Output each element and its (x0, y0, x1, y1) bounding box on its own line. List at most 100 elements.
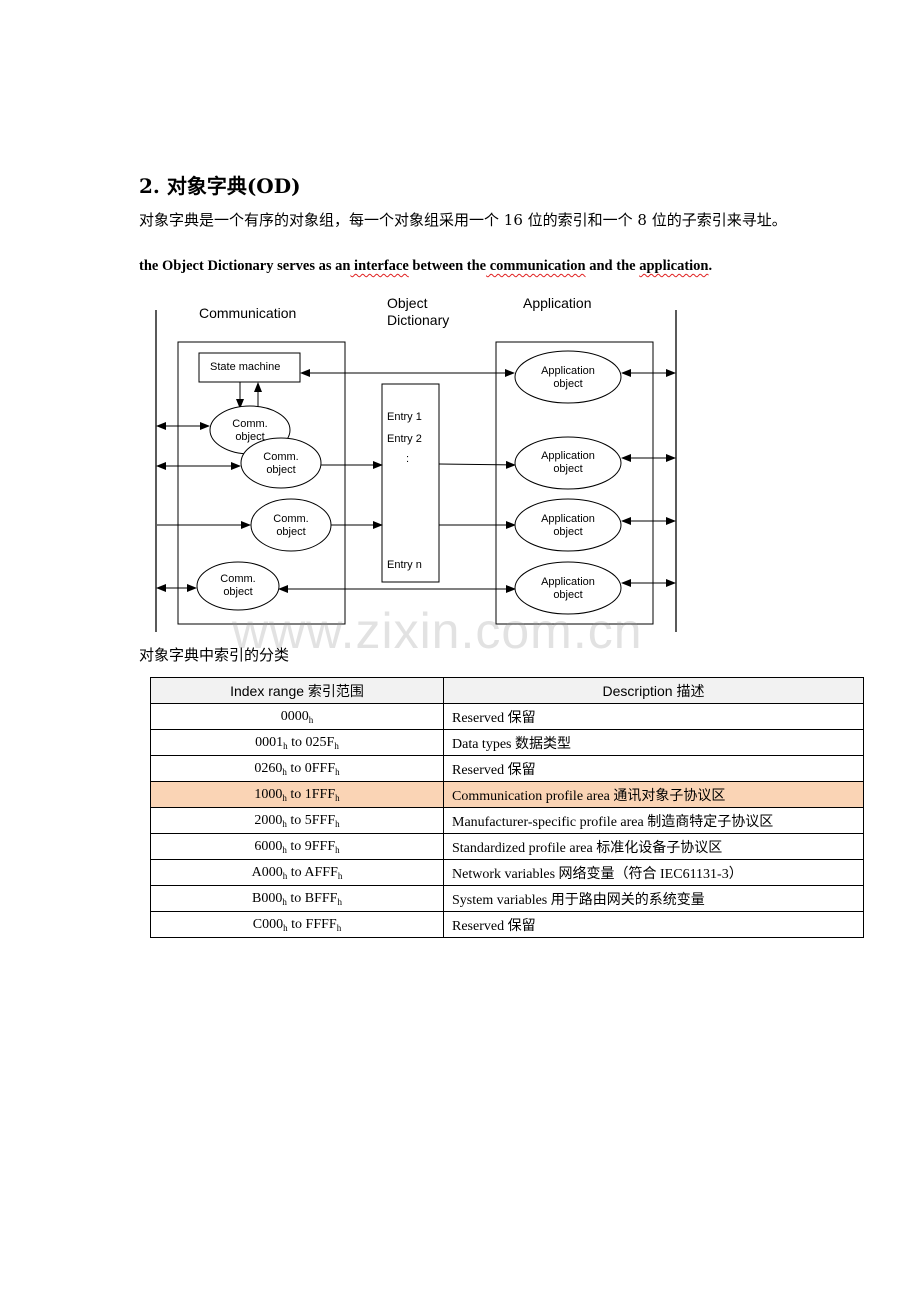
range-end: AFFF (304, 864, 338, 880)
index-range-cell: A000h to AFFFh (150, 859, 444, 886)
header-description: Description 描述 (443, 677, 864, 704)
range-start: 0000 (280, 708, 309, 724)
description-cell: Network variables 网络变量（符合 IEC61131-3） (443, 859, 864, 886)
word-communication: communication (486, 258, 586, 274)
sentence-part-3: and the (585, 258, 640, 274)
comm-object-4-line2: object (223, 586, 252, 598)
range-start: 1000 (254, 786, 283, 802)
description-cell: Reserved 保留 (443, 703, 864, 730)
comm-object-2-line2: object (266, 464, 295, 476)
hex-suffix: h (282, 870, 288, 881)
app-object-3-line2: object (553, 526, 582, 538)
od-label-line1: Object (387, 295, 428, 311)
comm-object-2-line1: Comm. (263, 451, 298, 463)
table-caption: 对象字典中索引的分类 (139, 646, 290, 664)
od-box (381, 383, 440, 583)
range-to-word: to (286, 890, 305, 906)
hex-suffix: h (282, 896, 287, 907)
comm-object-2 (240, 437, 322, 489)
index-range-cell: B000h to BFFFh (150, 885, 444, 912)
hex-suffix: h (337, 870, 343, 881)
index-range-cell: 0001h to 025Fh (150, 729, 444, 756)
section-heading: 2. 对象字典(OD) (139, 174, 301, 198)
table-header-row: Index range 索引范围 Description 描述 (150, 677, 864, 704)
hex-suffix: h (334, 740, 339, 751)
range-to-word: to (287, 916, 306, 932)
range-start: 0260 (254, 760, 283, 776)
description-cell: Reserved 保留 (443, 755, 864, 782)
comm-object-4-line1: Comm. (220, 573, 255, 585)
range-to-word: to (286, 786, 305, 802)
app-object-3-line1: Application (541, 513, 595, 525)
entry-1: Entry 1 (387, 411, 422, 423)
range-end: BFFF (304, 890, 338, 906)
range-end: 9FFF (304, 838, 336, 854)
hex-suffix: h (336, 922, 342, 933)
hex-suffix: h (335, 844, 340, 855)
range-start: C000 (252, 916, 284, 932)
word-application: application (639, 258, 709, 274)
hex-suffix: h (337, 896, 342, 907)
app-object-1-line1: Application (541, 365, 595, 377)
description-cell: Manufacturer-specific profile area 制造商特定… (443, 807, 864, 834)
communication-box (177, 341, 346, 625)
range-to-word: to (287, 864, 305, 880)
sentence-part-2: between the (408, 258, 487, 274)
header-index-range: Index range 索引范围 (150, 677, 444, 704)
hex-suffix: h (308, 714, 314, 725)
hex-suffix: h (283, 740, 288, 751)
hex-suffix: h (282, 792, 287, 803)
comm-object-3-line2: object (276, 526, 305, 538)
hex-suffix: h (283, 922, 288, 933)
state-machine-label: State machine (210, 361, 280, 373)
sentence-part-1: the Object Dictionary serves as an (139, 258, 351, 274)
range-end: 025F (305, 734, 335, 750)
description-cell: Communication profile area 通讯对象子协议区 (443, 781, 864, 808)
comm-object-1-line2: object (235, 431, 264, 443)
comm-object-1-line1: Comm. (232, 418, 267, 430)
hex-suffix: h (335, 766, 340, 777)
index-range-cell: 2000h to 5FFFh (150, 807, 444, 834)
description-cell: Data types 数据类型 (443, 729, 864, 756)
range-start: A000 (251, 864, 283, 880)
app-object-1-line2: object (553, 378, 582, 390)
sentence-part-4: . (708, 258, 713, 274)
entry-n: Entry n (387, 559, 422, 571)
hex-suffix: h (282, 844, 287, 855)
state-machine-box (198, 352, 301, 383)
application-label: Application (523, 295, 592, 311)
watermark: www.zixin.com.cn (232, 603, 643, 659)
od-app2-arrow (438, 460, 516, 469)
range-start: B000 (252, 890, 283, 906)
index-range-cell: 0260h to 0FFFh (150, 755, 444, 782)
object-dictionary-diagram: Communication Object Dictionary Applicat… (155, 295, 677, 632)
index-range-cell: C000h to FFFFh (150, 911, 444, 938)
app-object-4-line2: object (553, 589, 582, 601)
range-end: 1FFF (304, 786, 336, 802)
application-object-4 (514, 561, 622, 615)
od-label-line2: Dictionary (387, 312, 449, 328)
description-cell: Reserved 保留 (443, 911, 864, 938)
range-start: 6000 (254, 838, 283, 854)
comm-object-3-line1: Comm. (273, 513, 308, 525)
range-start: 2000 (254, 812, 283, 828)
application-box (495, 341, 654, 625)
range-to-word: to (287, 734, 306, 750)
index-range-cell: 1000h to 1FFFh (150, 781, 444, 808)
app-object-2-line1: Application (541, 450, 595, 462)
hex-suffix: h (335, 818, 340, 829)
hex-suffix: h (335, 792, 340, 803)
hex-suffix: h (282, 818, 287, 829)
index-range-cell: 0000h (150, 703, 444, 730)
app-object-4-line1: Application (541, 576, 595, 588)
word-interface: interface (350, 258, 409, 274)
index-range-cell: 6000h to 9FFFh (150, 833, 444, 860)
